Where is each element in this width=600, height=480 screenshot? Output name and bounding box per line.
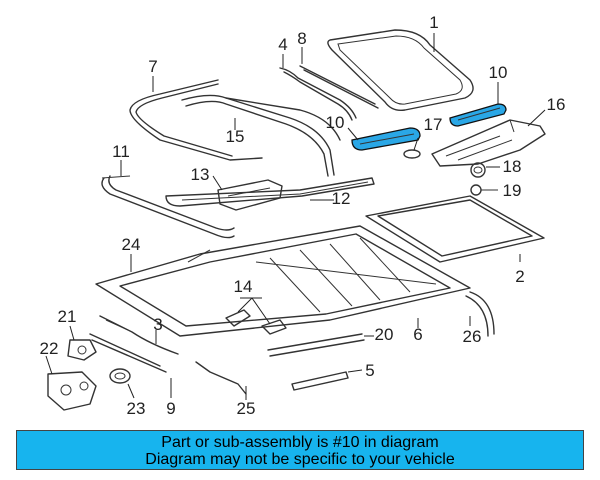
- banner-line-2: Diagram may not be specific to your vehi…: [145, 451, 455, 468]
- callout-21: 21: [58, 307, 77, 326]
- callout-17: 17: [424, 115, 443, 134]
- callout-3: 3: [153, 315, 162, 334]
- callout-14: 14: [234, 277, 253, 296]
- part-17-clip[interactable]: [403, 149, 421, 159]
- part-11-rail[interactable]: [101, 175, 235, 239]
- part-16-mechanism[interactable]: [431, 119, 546, 167]
- callout-11: 11: [112, 142, 130, 161]
- callout-12: 12: [332, 189, 351, 208]
- part-10-left-highlighted[interactable]: [351, 127, 421, 151]
- callout-6: 6: [413, 325, 422, 344]
- callout-13: 13: [191, 165, 210, 184]
- callout-16: 16: [547, 95, 566, 114]
- callout-5: 5: [365, 361, 374, 380]
- part-12-rail[interactable]: [165, 177, 375, 207]
- info-banner: Part or sub-assembly is #10 in diagram D…: [16, 430, 584, 470]
- callout-25: 25: [237, 399, 256, 418]
- part-6-housing[interactable]: [95, 225, 471, 337]
- part-22-housing[interactable]: [47, 371, 97, 411]
- callout-4: 4: [278, 35, 287, 54]
- part-3-rod[interactable]: [99, 315, 179, 355]
- part-19-screw[interactable]: [470, 184, 498, 196]
- part-26-cable[interactable]: [465, 291, 495, 337]
- part-9-rail[interactable]: [89, 333, 167, 373]
- part-20-strip[interactable]: [267, 333, 365, 357]
- callout-1: 1: [429, 13, 438, 32]
- callout-7: 7: [148, 57, 157, 76]
- part-2-frame[interactable]: [365, 195, 545, 263]
- part-10-right-highlighted[interactable]: [449, 103, 507, 127]
- callout-labels: 1234567891010111213141516171819202122232…: [40, 13, 566, 418]
- callout-19: 19: [503, 181, 522, 200]
- callout-10: 10: [489, 63, 508, 82]
- part-14-clips[interactable]: [225, 309, 287, 335]
- callout-22: 22: [40, 339, 59, 358]
- callout-2: 2: [515, 267, 524, 286]
- part-15-guide[interactable]: [181, 94, 341, 177]
- callout-10: 10: [326, 113, 345, 132]
- callout-24: 24: [122, 235, 141, 254]
- part-1-glass-panel[interactable]: [327, 29, 474, 112]
- callout-20: 20: [375, 325, 394, 344]
- part-23-grommet[interactable]: [109, 368, 131, 384]
- part-18-cap[interactable]: [470, 162, 486, 178]
- callout-26: 26: [463, 327, 482, 346]
- part-5-strip[interactable]: [291, 371, 349, 391]
- part-7-seal[interactable]: [129, 79, 263, 161]
- sunroof-exploded-diagram: 1234567891010111213141516171819202122232…: [40, 13, 566, 418]
- callout-23: 23: [127, 399, 146, 418]
- callout-15: 15: [226, 127, 245, 146]
- part-4-deflector[interactable]: [279, 67, 357, 121]
- callout-9: 9: [166, 399, 175, 418]
- part-25-cable[interactable]: [195, 361, 247, 395]
- part-21-motor[interactable]: [67, 339, 97, 361]
- callout-18: 18: [503, 157, 522, 176]
- banner-line-1: Part or sub-assembly is #10 in diagram: [161, 434, 439, 451]
- callout-8: 8: [297, 29, 306, 48]
